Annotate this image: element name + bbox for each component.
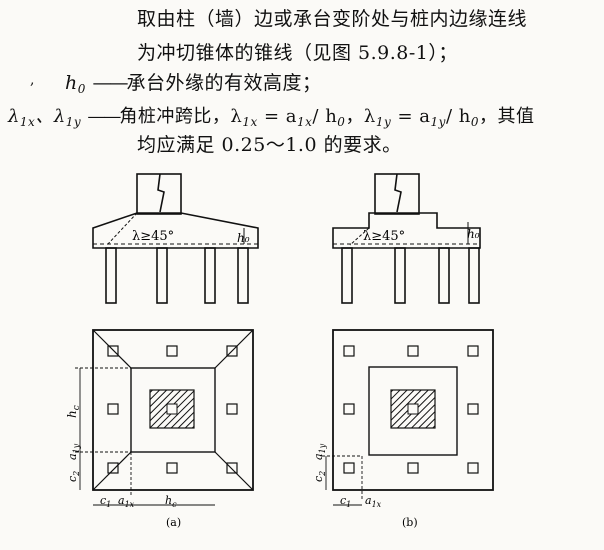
right-pile-p6 [343, 462, 355, 474]
right-pile-p2 [407, 345, 419, 357]
left-dim-hc: hc [165, 494, 177, 509]
left-plan-outline [92, 329, 254, 491]
lambda-desc-g: ，其值 [479, 106, 535, 127]
left-plan [75, 329, 254, 506]
right-cone-line [349, 227, 370, 246]
right-center-pile [407, 403, 419, 415]
left-angle-label: λ≥45° [132, 229, 174, 244]
lambda-desc-sub4: 1y [375, 115, 392, 129]
left-diag-1 [92, 329, 132, 369]
right-plan-inner [368, 366, 458, 456]
h0-definition: h0 ——承台外缘的有效高度； [65, 68, 321, 96]
right-dim-a1x: a1x [365, 494, 382, 509]
left-diag-4 [214, 451, 254, 491]
lambda1x-sub: 1x [19, 115, 36, 129]
left-diag-2 [214, 329, 254, 369]
left-dim-a1y: a1y [66, 443, 81, 460]
left-column [136, 173, 182, 215]
h0-subscript: 0 [77, 82, 86, 96]
left-pile-1 [105, 247, 117, 304]
right-plan-outline [332, 329, 494, 491]
right-pile-3 [438, 247, 450, 304]
lambda-desc-sub3: 0 [337, 115, 346, 129]
lambda1y-sub: 1y [65, 115, 82, 129]
lambda-separator: 、λ [35, 106, 66, 127]
right-dim-c1: c1 [340, 494, 351, 509]
left-pile-p6 [107, 462, 119, 474]
right-pile-p1 [343, 345, 355, 357]
text-line-1: 取由柱（墙）边或承台变阶处与桩内边缘连线 [137, 8, 528, 30]
left-pile-3 [204, 247, 216, 304]
left-caption: (a) [166, 516, 181, 529]
lambda-desc-sub6: 0 [470, 115, 479, 129]
left-plan-inner [130, 367, 216, 453]
left-pile-4 [237, 247, 249, 304]
left-pile-p7 [166, 462, 178, 474]
right-pile-1 [341, 247, 353, 304]
right-pile-p8 [467, 462, 479, 474]
left-pile-p1 [107, 345, 119, 357]
left-pile-p3 [226, 345, 238, 357]
stray-mark: , [30, 72, 35, 88]
right-dim-c2: c2 [312, 471, 327, 482]
lambda-desc-f: / h [445, 106, 471, 127]
lambda-desc-sub2: 1x [297, 115, 313, 129]
left-pile-p8 [226, 462, 238, 474]
figure-svg: λ≥45° h₀ λ≥45° h₀ [65, 173, 494, 529]
left-diag-3 [92, 451, 132, 491]
right-dim-a1y: a1y [312, 443, 327, 460]
lambda-desc-b: = a [257, 106, 297, 127]
right-pile-p3 [467, 345, 479, 357]
right-elevation [332, 173, 481, 304]
left-pile-2 [156, 247, 168, 304]
text-line-5: 均应满足 0.25～1.0 的要求。 [137, 134, 402, 156]
lambda-desc-sub5: 1y [430, 115, 446, 129]
lambda-symbol: λ [8, 106, 20, 127]
h0-symbol: h [65, 72, 78, 94]
right-caption: (b) [402, 516, 418, 529]
left-dim-h: hc [65, 405, 82, 418]
lambda-dash: —— [87, 106, 121, 127]
lambda-definition: λ1x、λ1y ——角桩冲跨比，λ1x = a1x/ h0，λ1y = a1y/… [8, 102, 535, 129]
right-cap-stepped [332, 212, 481, 249]
right-plan [322, 329, 494, 506]
right-angle-label: λ≥45° [363, 229, 405, 244]
left-dim-c2: c2 [66, 471, 81, 482]
left-cap-stepped [92, 212, 259, 249]
left-pile-p5 [226, 403, 238, 415]
left-pile-p2 [166, 345, 178, 357]
document-text: 取由柱（墙）边或承台变阶处与桩内边缘连线 为冲切锥体的锥线（见图 5.9.8-1… [0, 0, 604, 160]
lambda-desc-sub1: 1x [242, 115, 258, 129]
left-dim-c1: c1 [100, 494, 111, 509]
right-pile-p4 [343, 403, 355, 415]
left-pile-p4 [107, 403, 119, 415]
lambda-desc-e: = a [391, 106, 431, 127]
left-center-pile [166, 403, 178, 415]
right-pile-2 [394, 247, 406, 304]
left-dim-a1x: a1x [118, 494, 135, 509]
left-elevation [92, 173, 259, 304]
lambda-desc-d: ，λ [345, 106, 376, 127]
right-height-label: h₀ [467, 227, 480, 241]
right-pile-p7 [407, 462, 419, 474]
right-break-line [394, 173, 402, 213]
h0-description: 承台外缘的有效高度； [126, 72, 322, 94]
text-line-2: 为冲切锥体的锥线（见图 5.9.8-1）； [137, 42, 458, 64]
right-pile-4 [468, 247, 480, 304]
lambda-desc-a: 角桩冲跨比，λ [119, 106, 243, 127]
left-height-label: h₀ [237, 231, 250, 245]
left-cone-line [106, 212, 138, 246]
left-break-line [157, 173, 165, 213]
right-pile-p5 [467, 403, 479, 415]
lambda-desc-c: / h [312, 106, 338, 127]
h0-dash: —— [92, 72, 128, 94]
pile-cap-figure: λ≥45° h₀ λ≥45° h₀ [0, 160, 604, 546]
